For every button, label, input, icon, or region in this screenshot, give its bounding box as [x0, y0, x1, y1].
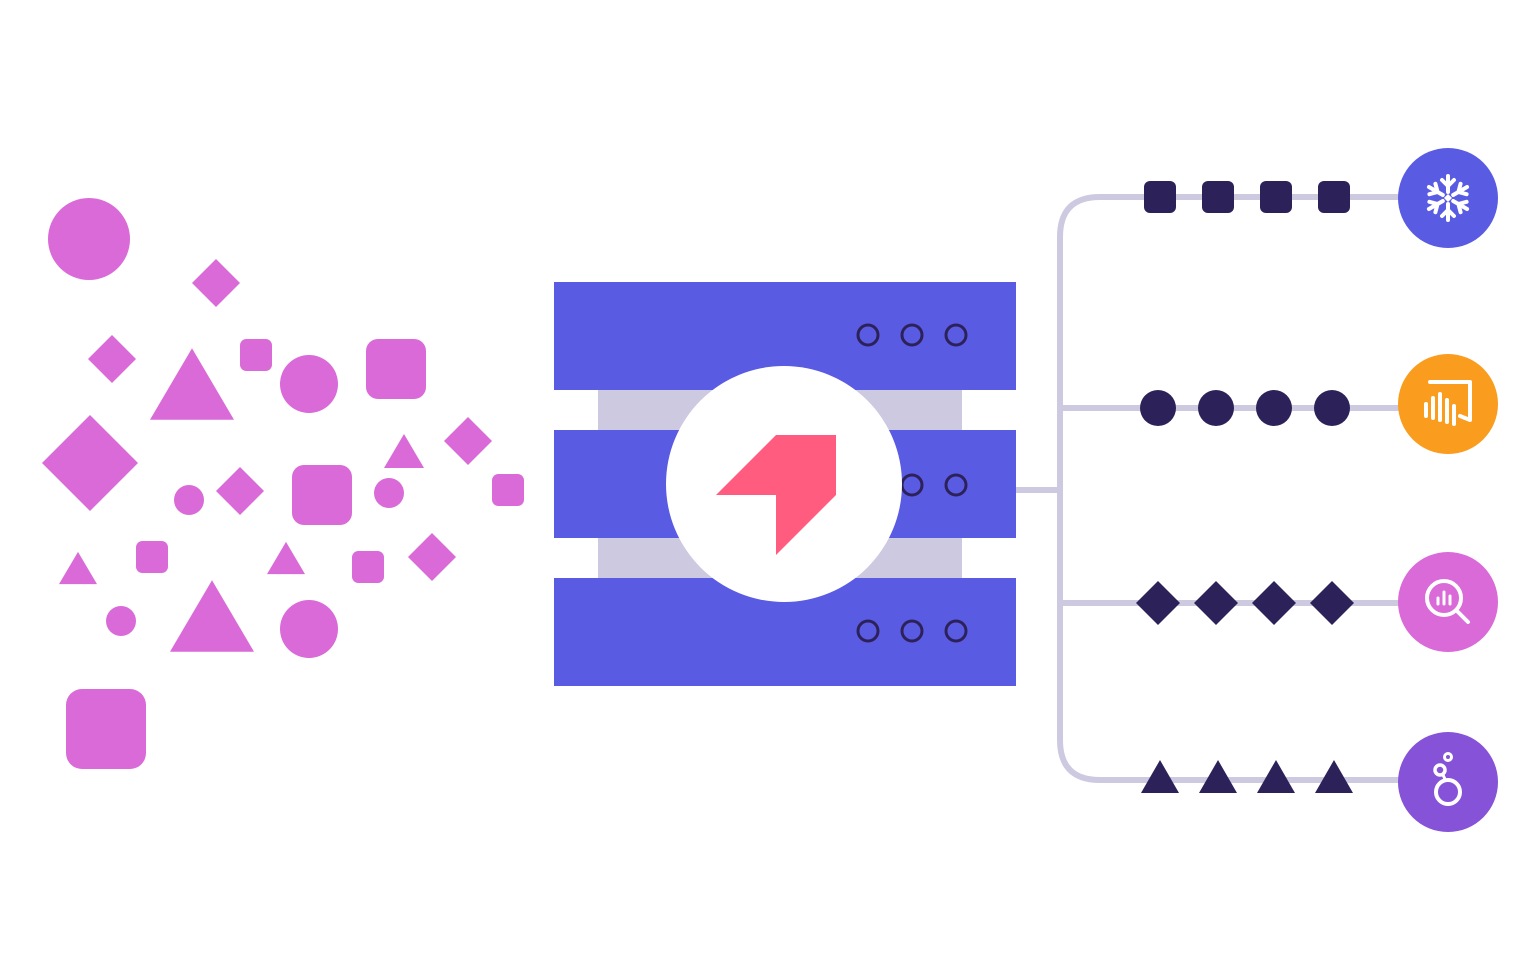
server-port-icon — [900, 323, 924, 347]
server-port-icon — [900, 473, 924, 497]
source-rounded-square — [136, 541, 168, 573]
source-rounded-square — [240, 339, 272, 371]
destination-badges — [1398, 148, 1498, 832]
server-port-icon — [900, 619, 924, 643]
source-diamond — [216, 467, 264, 515]
server-port-icon — [944, 323, 968, 347]
destination-circle — [1398, 552, 1498, 652]
server-port-icon — [944, 473, 968, 497]
token-triangle — [1199, 760, 1237, 793]
server-port-icon — [856, 619, 880, 643]
token-diamond — [1252, 581, 1296, 625]
source-rounded-square — [366, 339, 426, 399]
server-port-icon — [944, 619, 968, 643]
token-square — [1318, 181, 1350, 213]
source-rounded-square — [492, 474, 524, 506]
token-square — [1260, 181, 1292, 213]
token-diamond — [1310, 581, 1354, 625]
analytics-search-icon — [1425, 579, 1470, 624]
source-data-cloud — [42, 198, 524, 769]
destination-badge — [1398, 732, 1498, 832]
source-diamond — [408, 533, 456, 581]
destination-badge — [1398, 552, 1498, 652]
server-port-icon — [856, 323, 880, 347]
source-diamond — [88, 335, 136, 383]
token-triangle — [1257, 760, 1295, 793]
server-stack — [554, 282, 1016, 686]
source-circle — [280, 600, 338, 658]
source-triangle — [170, 580, 254, 652]
source-rounded-square — [66, 689, 146, 769]
power-bi-icon — [1424, 380, 1472, 426]
source-circle — [280, 355, 338, 413]
snowflake-icon — [1426, 174, 1470, 222]
token-diamond — [1194, 581, 1238, 625]
source-circle — [106, 606, 136, 636]
looker-icon — [1433, 752, 1462, 806]
source-circle — [374, 478, 404, 508]
token-triangle — [1315, 760, 1353, 793]
source-triangle — [384, 434, 424, 468]
arrow-logo-icon — [716, 435, 836, 555]
token-circle — [1256, 390, 1292, 426]
source-rounded-square — [292, 465, 352, 525]
source-diamond — [444, 417, 492, 465]
source-diamond — [42, 415, 138, 511]
destination-badge — [1398, 354, 1498, 454]
token-circle — [1198, 390, 1234, 426]
source-triangle — [267, 541, 305, 575]
token-triangle — [1141, 760, 1179, 793]
distribution-bus-line — [1057, 194, 1403, 783]
source-triangle — [150, 348, 234, 420]
data-tokens — [1136, 181, 1354, 793]
source-rounded-square — [352, 551, 384, 583]
source-circle — [48, 198, 130, 280]
source-diamond — [192, 259, 240, 307]
source-circle — [174, 485, 204, 515]
token-square — [1144, 181, 1176, 213]
token-diamond — [1136, 581, 1180, 625]
destination-badge — [1398, 148, 1498, 248]
token-circle — [1314, 390, 1350, 426]
source-triangle — [59, 551, 97, 585]
token-square — [1202, 181, 1234, 213]
token-circle — [1140, 390, 1176, 426]
